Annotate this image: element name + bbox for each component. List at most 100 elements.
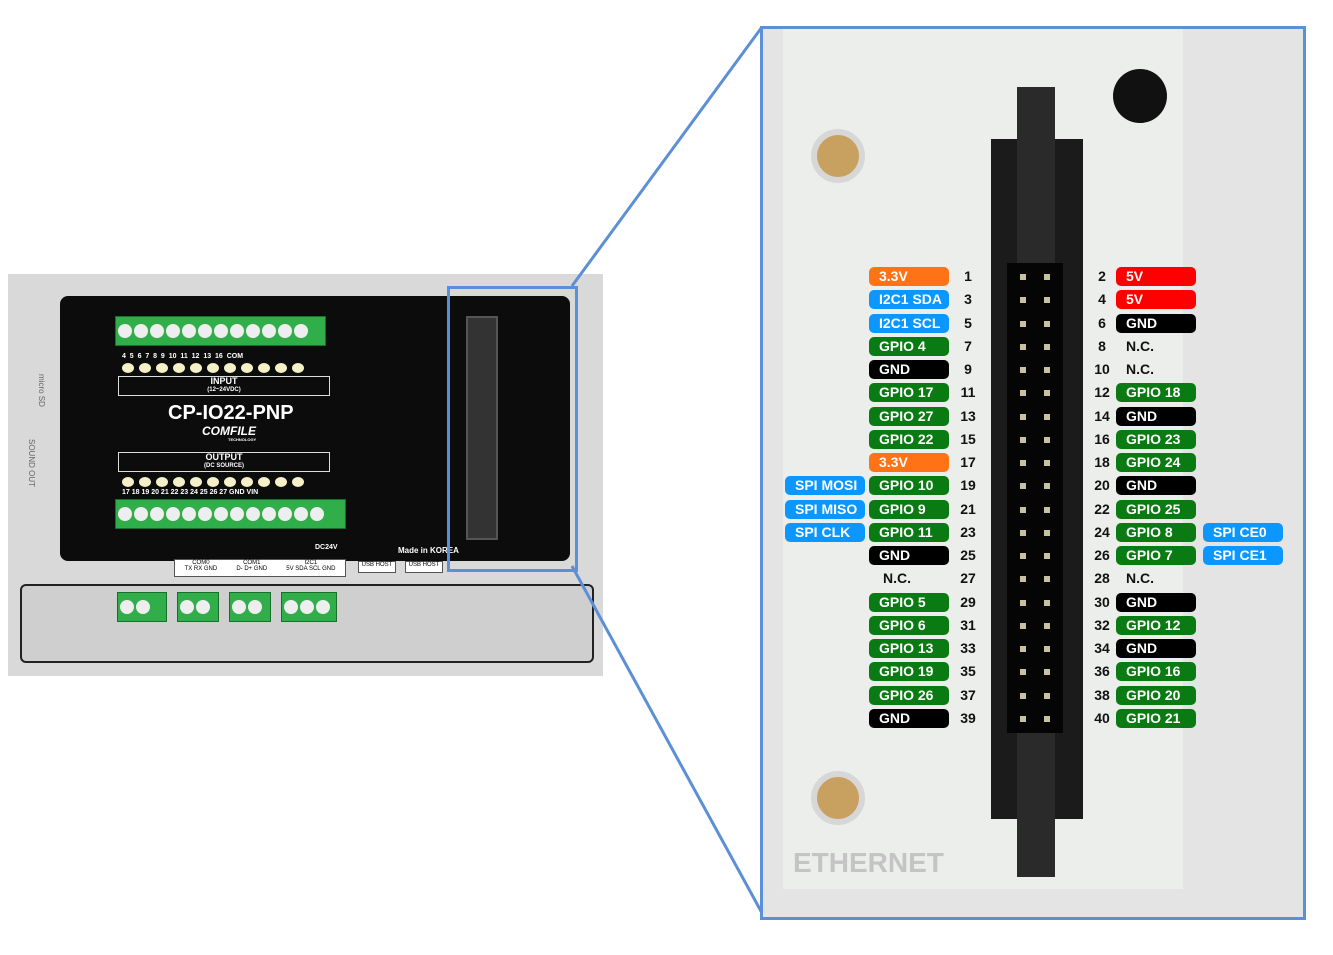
pin-number: 19 (960, 477, 976, 494)
pin-number: 34 (1094, 640, 1110, 656)
header-pin (1044, 367, 1050, 373)
usb-host-2: USB HOST (405, 561, 443, 573)
header-pin (1020, 436, 1026, 443)
model-name: CP-IO22-PNP (168, 402, 294, 424)
pin-number: 7 (964, 337, 972, 354)
pin-label-6: GND (1116, 313, 1196, 333)
pin-number: 25 (960, 547, 976, 563)
pin-label-3: I2C1 SDA (869, 290, 949, 310)
com0-pins: TX RX GND (184, 566, 218, 572)
pin-label-40: GPIO 21 (1116, 708, 1196, 728)
header-pin (1020, 669, 1026, 676)
pin-number: 17 (960, 454, 976, 470)
bottom-terminals (117, 592, 337, 622)
pin-label-25: GND (869, 546, 949, 565)
pin-label-8: N.C. (1126, 337, 1154, 354)
header-pin (1020, 715, 1026, 722)
pin-alt-function-19: SPI MOSI (785, 476, 865, 496)
header-pin (1044, 460, 1050, 466)
input-leds (122, 363, 304, 373)
pin-label-38: GPIO 20 (1116, 685, 1196, 705)
pin-label-36: GPIO 16 (1116, 662, 1196, 682)
brand-sub: TECHNOLOGY (228, 437, 257, 442)
pin-number: 9 (964, 361, 972, 377)
header-pin (1044, 715, 1050, 722)
output-sub: (DC SOURCE) (204, 463, 244, 469)
header-pin (1044, 320, 1050, 327)
pin-label-11: GPIO 17 (869, 383, 949, 403)
pcb: 4 5 6 7 8 9 10 11 12 13 16 COM INPUT(12~… (60, 296, 570, 561)
pin-number: 27 (960, 570, 976, 587)
dc24v-label: DC24V (315, 544, 338, 551)
output-label-box: OUTPUT(DC SOURCE) (118, 452, 330, 472)
header-pin (1044, 622, 1050, 629)
pin-label-22: GPIO 25 (1116, 499, 1196, 519)
ethernet-label: ETHERNET (793, 847, 944, 878)
usb-host-1: USB HOST (358, 561, 396, 573)
pin-label-20: GND (1116, 476, 1196, 496)
pin-label-24: GPIO 8 (1116, 522, 1196, 542)
pin-number: 1 (964, 268, 972, 284)
i2c-pins: 5V SDA SCL GND (286, 566, 336, 572)
made-in-label: Made in KOREA (398, 546, 459, 555)
pin-label-13: GPIO 27 (869, 406, 949, 426)
header-pin (1020, 320, 1026, 327)
mounting-hole (1113, 69, 1167, 123)
pin-label-33: GPIO 13 (869, 639, 949, 658)
pin-label-5: I2C1 SCL (869, 313, 949, 333)
pin-number: 13 (960, 407, 976, 424)
header-pin (1044, 669, 1050, 676)
header-pin (1020, 483, 1026, 490)
header-pin (1020, 274, 1026, 280)
pin-number: 5 (964, 314, 972, 331)
header-pin (1044, 529, 1050, 536)
header-pin (1020, 622, 1026, 629)
header-pin (1020, 390, 1026, 397)
board-photo: 4 5 6 7 8 9 10 11 12 13 16 COM INPUT(12~… (8, 274, 603, 676)
ribbon-cable (466, 316, 498, 540)
header-pin (1044, 436, 1050, 443)
header-pin (1020, 553, 1026, 559)
pin-number: 21 (960, 500, 976, 517)
header-pin (1020, 367, 1026, 373)
pin-number: 14 (1094, 407, 1110, 424)
pin-label-28: N.C. (1126, 570, 1154, 587)
pin-number: 3 (964, 291, 972, 308)
pin-label-31: GPIO 6 (869, 615, 949, 635)
pin-number: 28 (1094, 570, 1110, 587)
pin-label-10: N.C. (1126, 361, 1154, 377)
pin-number: 23 (960, 523, 976, 540)
pin-label-34: GND (1116, 639, 1196, 658)
pin-number: 38 (1094, 686, 1110, 703)
pin-number: 2 (1098, 268, 1106, 284)
pin-number: 12 (1094, 384, 1110, 401)
input-sub: (12~24VDC) (207, 387, 241, 393)
header-pin (1044, 297, 1050, 304)
header-pin (1020, 460, 1026, 466)
pin-label-14: GND (1116, 406, 1196, 426)
pin-number: 29 (960, 593, 976, 610)
header-pin (1020, 343, 1026, 350)
pin-label-7: GPIO 4 (869, 336, 949, 356)
pin-number: 20 (1094, 477, 1110, 494)
pin-label-32: GPIO 12 (1116, 615, 1196, 635)
pin-number: 26 (1094, 547, 1110, 563)
pin-label-12: GPIO 18 (1116, 383, 1196, 403)
pin-label-35: GPIO 19 (869, 662, 949, 682)
pin-number: 18 (1094, 454, 1110, 470)
header-pin (1044, 506, 1050, 513)
pin-number: 24 (1094, 523, 1110, 540)
pin-number: 11 (960, 384, 976, 401)
board-base (20, 584, 594, 663)
pin-number: 37 (960, 686, 976, 703)
output-label: OUTPUT (205, 452, 243, 462)
header-pin (1020, 297, 1026, 304)
output-terminal-block (115, 499, 346, 529)
pin-header (1007, 263, 1063, 733)
pin-label-30: GND (1116, 592, 1196, 612)
pin-label-2: 5V (1116, 267, 1196, 286)
pin-label-16: GPIO 23 (1116, 429, 1196, 449)
header-pin (1044, 692, 1050, 699)
pin-number: 15 (960, 430, 976, 447)
